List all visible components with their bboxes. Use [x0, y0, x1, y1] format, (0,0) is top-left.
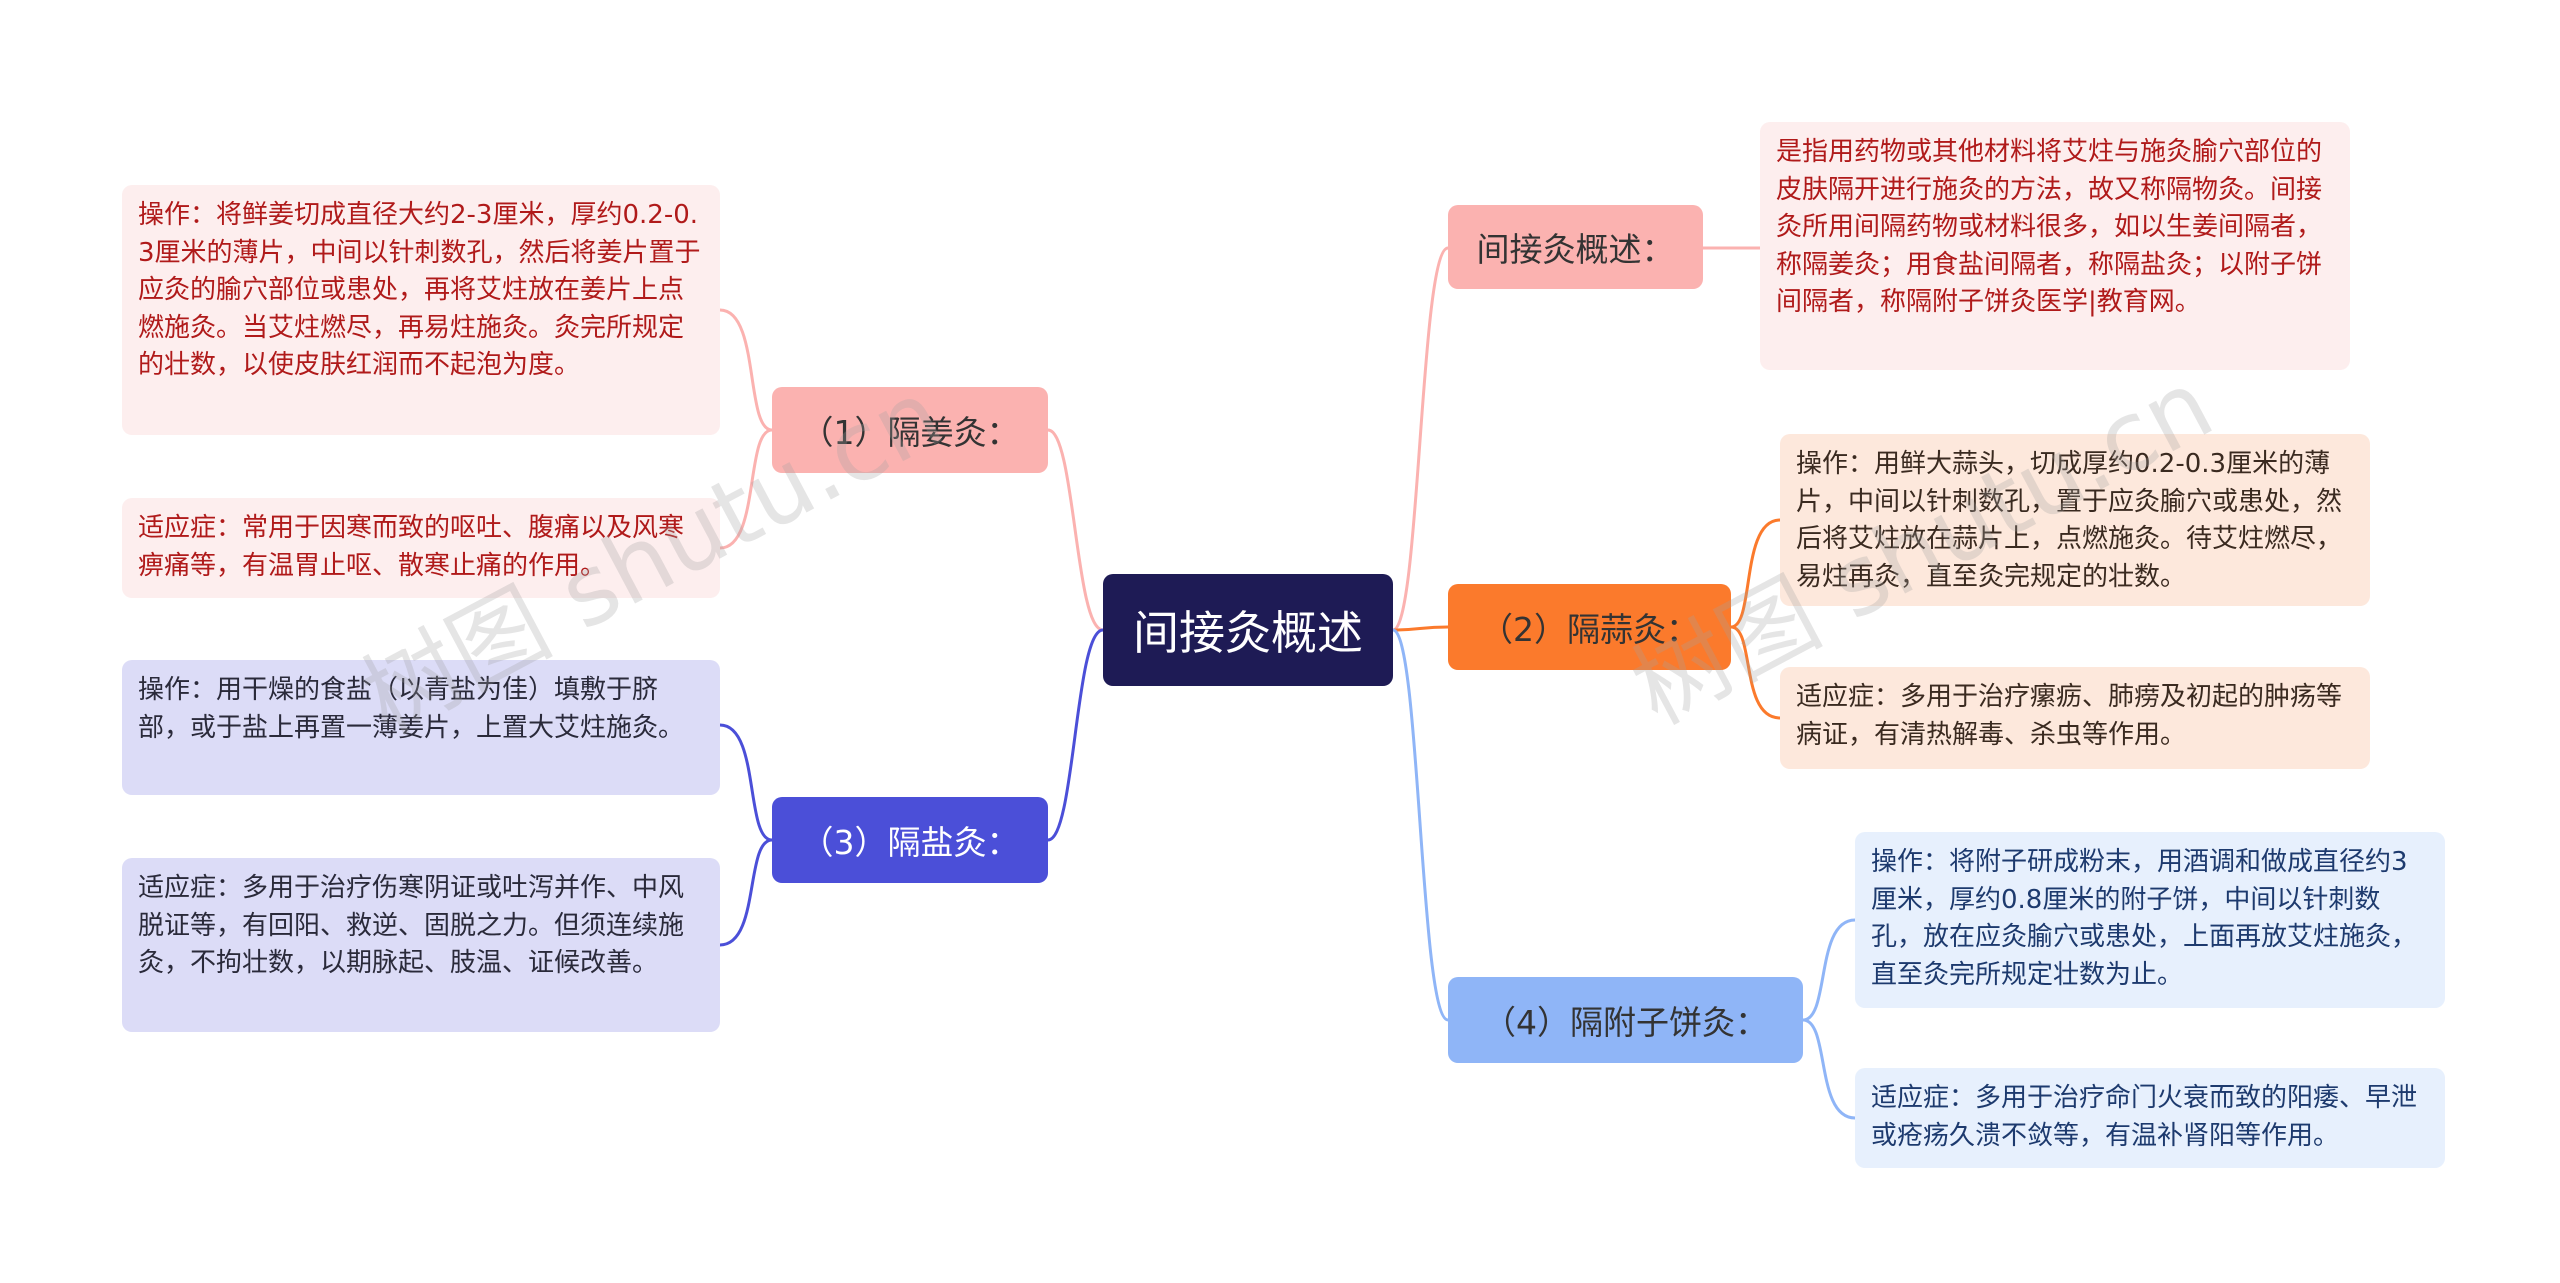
aconite-indication[interactable]: 适应症：多用于治疗命门火衰而致的阳痿、早泄或疮疡久溃不敛等，有温补肾阳等作用。 — [1855, 1068, 2445, 1168]
link-salt-indication — [719, 838, 773, 947]
link-salt-operation — [719, 723, 773, 842]
link-center-salt — [1047, 628, 1104, 842]
link-center-overview — [1392, 246, 1449, 632]
branch-salt[interactable]: （3）隔盐灸： — [772, 797, 1048, 883]
center-topic[interactable]: 间接灸概述 — [1103, 574, 1393, 686]
salt-indication[interactable]: 适应症：多用于治疗伤寒阴证或吐泻并作、中风脱证等，有回阳、救逆、固脱之力。但须连… — [122, 858, 720, 1032]
ginger-indication[interactable]: 适应症：常用于因寒而致的呕吐、腹痛以及风寒痹痛等，有温胃止呕、散寒止痛的作用。 — [122, 498, 720, 598]
branch-aconite[interactable]: （4）隔附子饼灸： — [1448, 977, 1803, 1063]
branch-overview[interactable]: 间接灸概述： — [1448, 205, 1703, 289]
link-aconite-operation — [1802, 918, 1856, 1022]
link-garlic-indication — [1730, 625, 1781, 720]
ginger-operation[interactable]: 操作：将鲜姜切成直径大约2-3厘米，厚约0.2-0.3厘米的薄片，中间以针刺数孔… — [122, 185, 720, 435]
garlic-indication[interactable]: 适应症：多用于治疗瘰疬、肺痨及初起的肿疡等病证，有清热解毒、杀虫等作用。 — [1780, 667, 2370, 769]
link-center-ginger — [1047, 428, 1104, 632]
link-center-garlic — [1392, 625, 1449, 632]
link-ginger-operation — [719, 308, 773, 432]
garlic-operation[interactable]: 操作：用鲜大蒜头，切成厚约0.2-0.3厘米的薄片，中间以针刺数孔，置于应灸腧穴… — [1780, 434, 2370, 606]
overview-description[interactable]: 是指用药物或其他材料将艾炷与施灸腧穴部位的皮肤隔开进行施灸的方法，故又称隔物灸。… — [1760, 122, 2350, 370]
salt-operation[interactable]: 操作：用干燥的食盐（以青盐为佳）填敷于脐部，或于盐上再置一薄姜片，上置大艾炷施灸… — [122, 660, 720, 795]
link-garlic-operation — [1730, 518, 1781, 629]
branch-ginger[interactable]: （1）隔姜灸： — [772, 387, 1048, 473]
aconite-operation[interactable]: 操作：将附子研成粉末，用酒调和做成直径约3厘米，厚约0.8厘米的附子饼，中间以针… — [1855, 832, 2445, 1008]
link-center-aconite — [1392, 628, 1449, 1022]
branch-garlic[interactable]: （2）隔蒜灸： — [1448, 584, 1731, 670]
link-aconite-indication — [1802, 1018, 1856, 1120]
link-ginger-indication — [719, 428, 773, 550]
